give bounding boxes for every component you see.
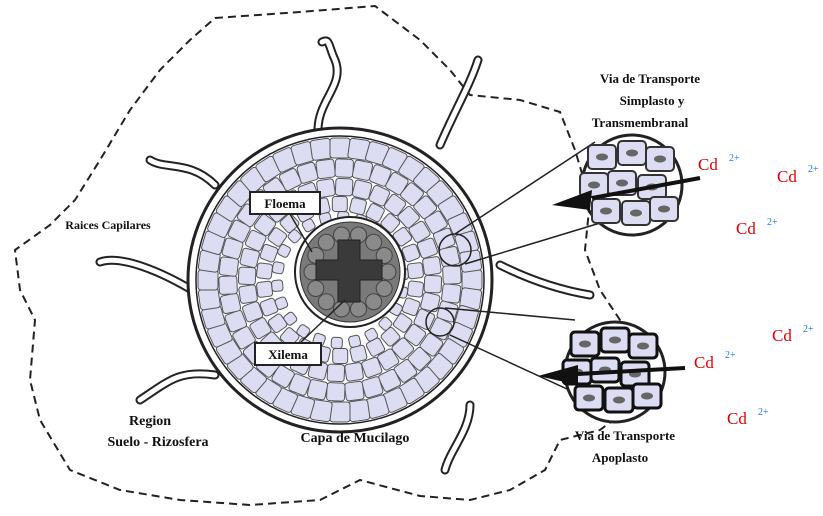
cortex-cell bbox=[238, 284, 257, 303]
svg-text:Cd: Cd bbox=[694, 353, 714, 372]
svg-text:2+: 2+ bbox=[767, 217, 778, 228]
svg-text:2+: 2+ bbox=[758, 407, 769, 418]
cortex-cell bbox=[326, 383, 345, 402]
cortex-cell bbox=[424, 275, 442, 293]
svg-text:2+: 2+ bbox=[729, 153, 740, 164]
cell-nucleus bbox=[641, 393, 653, 400]
cortex-cell bbox=[422, 256, 441, 275]
apoplast-magnified-view bbox=[538, 322, 685, 422]
cortex-cell bbox=[462, 270, 482, 290]
cell-nucleus bbox=[613, 397, 625, 404]
stele-cell bbox=[366, 234, 382, 250]
region-label-line2: Suelo - Rizosfera bbox=[107, 435, 208, 450]
simplasto-label-line3: Transmembranal bbox=[592, 115, 689, 130]
stele-cell bbox=[376, 281, 392, 297]
cortex-cell bbox=[220, 293, 241, 314]
cell-nucleus bbox=[626, 150, 638, 157]
cortex-cell bbox=[332, 196, 347, 211]
cortex-cell bbox=[407, 281, 424, 298]
cortex-cell bbox=[310, 138, 333, 161]
cortex-cell bbox=[238, 267, 256, 285]
svg-text:2+: 2+ bbox=[803, 324, 814, 335]
region-label-line1: Region bbox=[129, 414, 171, 429]
cortex-cell bbox=[335, 159, 354, 178]
simplasto-label-line2: Simplasto y bbox=[620, 93, 685, 108]
cortex-cell bbox=[316, 159, 336, 179]
cadmium-ion: Cd 2+ bbox=[694, 350, 736, 372]
simplasto-label-line1: Via de Transporte bbox=[600, 71, 700, 86]
cell-nucleus bbox=[596, 154, 608, 161]
cell-nucleus bbox=[654, 156, 666, 163]
cadmium-ion: Cd 2+ bbox=[727, 407, 769, 428]
svg-text:Cd: Cd bbox=[777, 167, 797, 186]
cell-nucleus bbox=[630, 210, 642, 217]
svg-text:2+: 2+ bbox=[725, 350, 736, 361]
apoplasto-label-line2: Apoplasto bbox=[592, 450, 648, 465]
cell-nucleus bbox=[609, 337, 621, 344]
cortex-cell bbox=[198, 287, 221, 310]
cadmium-ion: Cd 2+ bbox=[736, 217, 778, 238]
cortex-cell bbox=[407, 262, 424, 279]
cortex-cell bbox=[219, 276, 238, 295]
stele-cell bbox=[351, 301, 367, 317]
svg-text:Cd: Cd bbox=[772, 326, 792, 345]
stele-cell bbox=[366, 294, 382, 310]
cortex-cell bbox=[344, 381, 364, 401]
stele-cell bbox=[308, 281, 324, 297]
cell-nucleus bbox=[637, 343, 649, 350]
cortex-cell bbox=[443, 266, 462, 285]
svg-text:Cd: Cd bbox=[698, 155, 718, 174]
apoplasto-label-line1: Via de Transporte bbox=[575, 428, 675, 443]
cortex-cell bbox=[348, 335, 361, 348]
cell-nucleus bbox=[579, 341, 591, 348]
cortex-cell bbox=[439, 246, 460, 267]
raices-capilares-label: Raices Capilares bbox=[65, 218, 151, 232]
cortex-cell bbox=[271, 280, 283, 292]
svg-text:Cd: Cd bbox=[727, 409, 747, 428]
stele-cell bbox=[318, 234, 334, 250]
xilema-label: Xilema bbox=[268, 347, 308, 362]
cadmium-ion: Cd 2+ bbox=[772, 324, 814, 345]
cell-nucleus bbox=[588, 182, 600, 189]
cortex-cell bbox=[441, 283, 461, 303]
cadmium-ion: Cd 2+ bbox=[777, 164, 819, 186]
cortex-cell bbox=[256, 263, 273, 280]
cortex-cell bbox=[219, 257, 239, 277]
cortex-cell bbox=[349, 197, 367, 215]
cortex-cell bbox=[347, 399, 370, 422]
cortex-cell bbox=[330, 402, 350, 422]
cortex-cell bbox=[335, 178, 353, 196]
cortex-cell bbox=[330, 138, 350, 158]
svg-text:2+: 2+ bbox=[808, 164, 819, 175]
cortex-cell bbox=[331, 337, 343, 349]
cortex-cell bbox=[256, 281, 273, 298]
cell-nucleus bbox=[616, 180, 628, 187]
cell-nucleus bbox=[658, 206, 670, 213]
floema-label: Floema bbox=[264, 196, 306, 211]
cortex-cell bbox=[327, 364, 345, 382]
cadmium-ion: Cd 2+ bbox=[698, 153, 740, 174]
cortex-cell bbox=[344, 362, 363, 381]
cortex-cell bbox=[198, 270, 218, 290]
svg-text:Cd: Cd bbox=[736, 219, 756, 238]
cortex-cell bbox=[272, 261, 285, 274]
stele-cell bbox=[318, 294, 334, 310]
cell-nucleus bbox=[583, 395, 595, 402]
mucilago-label: Capa de Mucilago bbox=[301, 431, 410, 446]
cortex-cell bbox=[333, 348, 348, 363]
cell-nucleus bbox=[600, 208, 612, 215]
